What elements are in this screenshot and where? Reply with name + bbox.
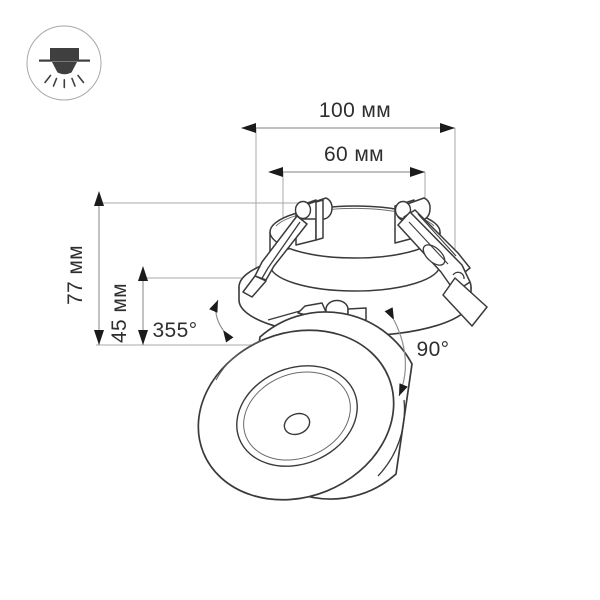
clip-right-paddle [442,277,488,327]
angle-rotation-355: 355° [152,299,234,343]
dim-label-total-height: 77 мм [64,245,87,305]
lamp-head-rim-highlight [215,339,263,381]
icon-ceiling-line [39,59,90,62]
dimension-outer-diameter: 100 мм [241,99,455,133]
dimension-total-height: 77 мм [64,191,104,345]
clip-right-edge-lines [408,213,457,265]
lamp-led-emitter [283,412,311,436]
spring-clip-right [394,197,488,327]
recessed-downlight-icon [26,25,102,101]
icon-reflector [52,62,77,75]
clip-left-pivot-hole [294,200,312,220]
clip-right-slot [422,244,446,266]
angle-label-tilt: 90° [417,338,450,361]
angle-arc-tilt [384,307,408,397]
hinge-edge-line [267,310,301,321]
dimension-recess-depth: 45 мм [108,266,148,345]
lamp-head [197,311,413,501]
clip-left-tip [242,275,267,298]
clip-left-inner-post [315,199,324,241]
dim-label-outer-diameter: 100 мм [319,99,391,122]
clip-left-arm [254,215,308,281]
angle-label-rotation: 355° [152,319,197,342]
angle-arc-rotation [209,299,234,343]
dim-label-recess-depth: 45 мм [108,283,131,343]
clip-right-notch [452,271,465,280]
dimension-cutout-diameter: 60 мм [268,143,425,177]
dim-label-cutout-diameter: 60 мм [324,143,384,166]
icon-light-rays [44,74,85,89]
lamp-head-rear-edge [377,399,406,477]
angle-tilt-90: 90° [384,307,450,397]
icon-fixture-body [50,48,79,60]
lamp-reflector-inner-ring [243,371,351,461]
spring-clip-left [242,197,333,298]
clip-left-arm-edge [260,221,301,281]
